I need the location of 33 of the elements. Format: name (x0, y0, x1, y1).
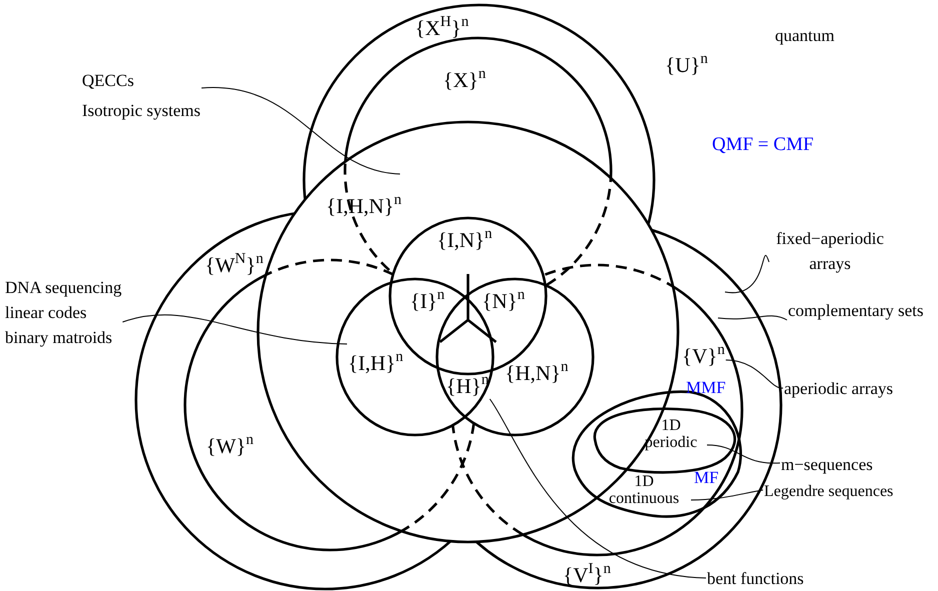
set-label: {U}$^{n}$ (665, 50, 708, 77)
filter-label: MF (694, 467, 719, 489)
set-label: {N}$^{n}$ (482, 286, 525, 313)
leader-line (690, 490, 764, 500)
annotation-text: Legendre sequences (764, 479, 894, 504)
leader-line (706, 444, 780, 464)
region-label: 1D continuous (598, 473, 690, 507)
annotation-text: m−sequences (781, 452, 873, 477)
set-label: {H,N}$^{n}$ (505, 358, 568, 385)
set-label: {V}$^{n}$ (682, 338, 725, 368)
annotation-text: aperiodic arrays (784, 376, 894, 401)
set-label: {X}$^{n}$ (443, 65, 486, 92)
leader-line (718, 315, 788, 320)
set-label: {W}$^{n}$ (206, 431, 254, 458)
set-label: {I,N}$^{n}$ (437, 225, 492, 252)
filter-label: MMF (686, 377, 726, 399)
leader-line (122, 314, 348, 344)
set-label: {I,H,N}$^{n}$ (326, 191, 402, 218)
annotation-text: fixed−aperiodic arrays (770, 226, 890, 276)
annotation-text: bent functions (707, 566, 804, 591)
set-label: {X$^{H}$}$^{n}$ (415, 13, 469, 40)
annotation-text: QECCs Isotropic systems (82, 66, 201, 126)
filter-label: QMF = CMF (712, 133, 814, 157)
set-label: {I}$^{n}$ (410, 286, 445, 313)
leader-line (201, 87, 400, 174)
set-label: {I,H}$^{n}$ (348, 345, 404, 375)
caption-text: quantum (775, 25, 834, 47)
leader-line (489, 398, 706, 578)
annotation-text: DNA sequencing linear codes binary matroids (5, 275, 122, 350)
annotation-text: complementary sets (788, 298, 938, 323)
set-label: {W$^{N}$}$^{n}$ (205, 250, 264, 277)
set-label: {V$^{I}$}$^{n}$ (563, 560, 611, 587)
leader-line (724, 254, 770, 294)
